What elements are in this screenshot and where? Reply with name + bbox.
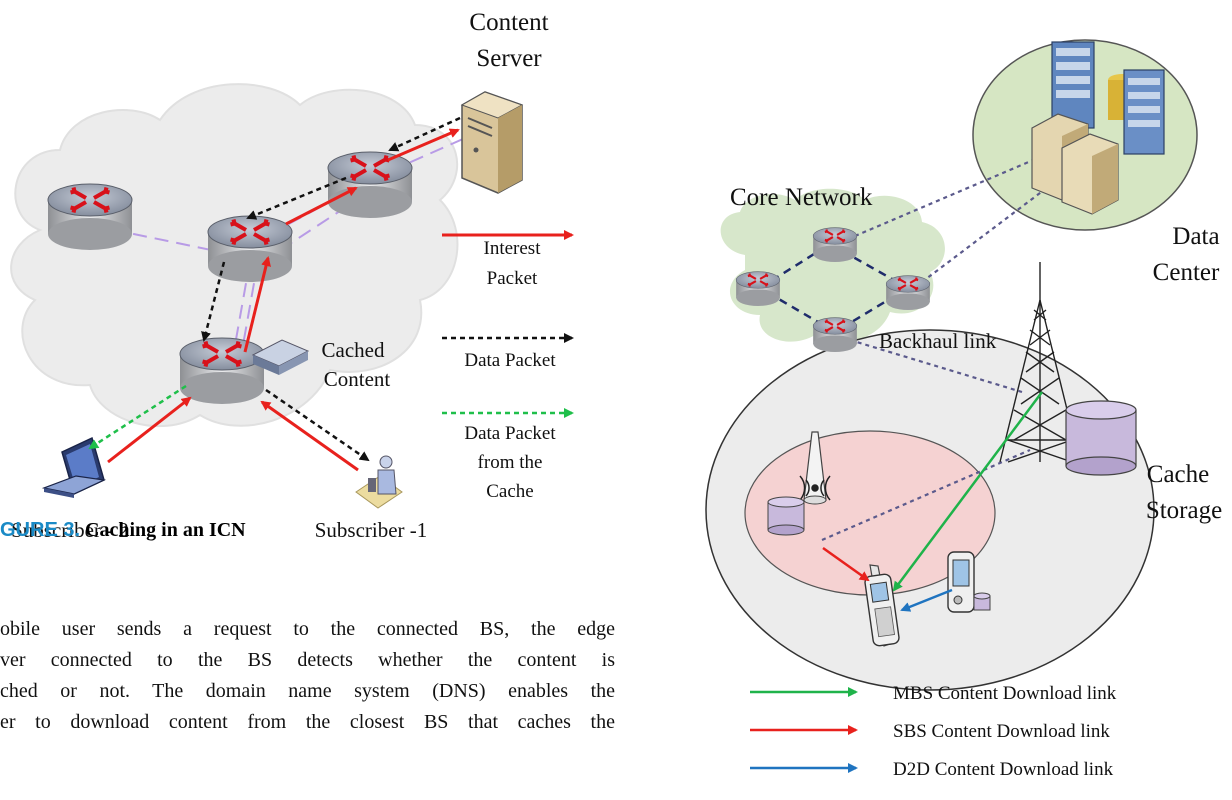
data-center-label-line1: Data: [1172, 223, 1219, 250]
figure-3-icn-caching: Content Server Cached Content Subscriber…: [10, 9, 574, 542]
data-center-servers-icon: [1031, 41, 1165, 215]
router-left-icon: [47, 183, 133, 250]
cache-storage-label-line2: Storage: [1146, 497, 1222, 524]
body-line: ched or not. The domain name system (DNS…: [0, 680, 615, 702]
subscriber-1-label: Subscriber -1: [315, 518, 428, 542]
legend-interest-label-line1: Interest: [484, 238, 542, 259]
backhaul-links: [821, 156, 1045, 542]
content-server-icon: [460, 91, 524, 194]
laptop-icon: [41, 436, 107, 498]
legend-cache-label-line3: Cache: [486, 481, 533, 502]
macro-cache-storage-icon: [1065, 400, 1137, 476]
cache-data-arrow: [88, 384, 187, 450]
legend-mbs-label: MBS Content Download link: [893, 683, 1117, 704]
figure-title: Caching in an ICN: [85, 519, 246, 541]
core-router-top-icon: [812, 227, 858, 262]
data-center-label-line2: Center: [1153, 259, 1220, 286]
legend-cache-label-line1: Data Packet: [464, 423, 556, 444]
figure-3-legend: [442, 230, 574, 418]
cache-storage-icon: [251, 339, 310, 375]
subscriber-2-label: Subscriber - 2: [11, 518, 129, 542]
small-cell-cache-icon: [767, 496, 805, 536]
subscriber-person-icon: [355, 455, 403, 509]
backhaul-link-label: Backhaul link: [879, 329, 997, 353]
body-line: ver connected to the BS detects whether …: [0, 649, 615, 671]
figure-caption: GURE 3. Caching in an ICN: [0, 519, 246, 542]
body-line: er to download content from the closest …: [0, 711, 615, 733]
legend-d2d-label: D2D Content Download link: [893, 759, 1114, 780]
core-network-label: Core Network: [730, 184, 873, 211]
mbs-download-arrow: [892, 391, 1044, 592]
core-router-left-icon: [735, 271, 781, 306]
d2d-download-arrow: [900, 588, 953, 612]
router-middle-icon: [207, 215, 293, 282]
router-top-icon: [327, 151, 413, 218]
figure-4-edge-caching: MBS Content Download link SBS Content Do…: [705, 39, 1222, 780]
legend-cache-label-line2: from the: [478, 452, 543, 473]
figure-number: GURE 3.: [0, 519, 81, 541]
core-router-right-icon: [885, 275, 931, 310]
interest-packet-arrows: [107, 128, 460, 472]
data-packet-arrows: [201, 116, 461, 462]
content-server-label-line2: Server: [476, 45, 542, 72]
legend-data-label: Data Packet: [464, 350, 556, 371]
core-router-bottom-icon: [812, 317, 858, 352]
router-edge-icon: [179, 337, 265, 404]
figure-4-legend: MBS Content Download link SBS Content Do…: [750, 683, 1117, 780]
content-server-label-line1: Content: [469, 9, 548, 36]
cache-storage-label-line1: Cache: [1147, 461, 1209, 488]
body-line: obile user sends a request to the connec…: [0, 618, 615, 640]
legend-sbs-label: SBS Content Download link: [893, 721, 1110, 742]
d2d-device-icon: [947, 551, 991, 613]
legend-interest-label-line2: Packet: [487, 268, 538, 289]
user-phone-icon: [864, 564, 900, 647]
cached-content-label-line1: Cached: [322, 338, 385, 362]
wireless-signal-icon: [799, 475, 831, 501]
cached-content-label-line2: Content: [324, 367, 391, 391]
sbs-download-arrow: [822, 546, 870, 582]
body-paragraph: obile user sends a request to the connec…: [0, 614, 615, 738]
